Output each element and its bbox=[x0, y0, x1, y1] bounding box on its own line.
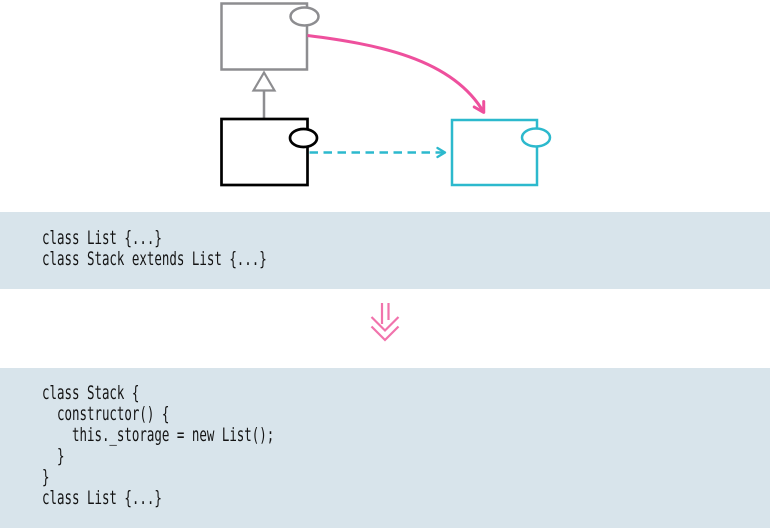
transform-arrow-chevron-upper bbox=[370, 316, 400, 333]
subclass-box bbox=[220, 117, 309, 187]
superclass-node bbox=[220, 2, 320, 71]
code-line: constructor() { bbox=[42, 403, 170, 425]
code-line: } bbox=[42, 445, 65, 467]
superclass-port-ellipse-icon bbox=[289, 6, 320, 27]
code-line: this._storage = new List(); bbox=[42, 424, 275, 446]
delegate-node bbox=[450, 118, 552, 187]
code-line: class Stack extends List {...} bbox=[42, 248, 267, 270]
inheritance-code-block: class List {...} class Stack extends Lis… bbox=[0, 212, 770, 289]
code-line: class List {...} bbox=[42, 227, 162, 249]
transform-double-down-arrow-icon bbox=[370, 303, 400, 342]
composition-code-block: class Stack { constructor() { this._stor… bbox=[0, 368, 770, 528]
code-line: } bbox=[42, 466, 50, 488]
composition-code: class Stack { constructor() { this._stor… bbox=[42, 383, 762, 509]
code-line: class List {...} bbox=[42, 487, 162, 509]
subclass-node bbox=[220, 117, 319, 187]
delegate-box bbox=[450, 118, 539, 187]
transform-arrow-chevron-lower bbox=[370, 325, 400, 342]
delegate-port-ellipse-icon bbox=[520, 127, 552, 148]
subclass-port-ellipse-icon bbox=[288, 127, 319, 149]
inheritance-triangle-icon bbox=[251, 70, 277, 92]
inheritance-code: class List {...} class Stack extends Lis… bbox=[42, 228, 762, 270]
code-line: class Stack { bbox=[42, 382, 140, 404]
reference-curved-arrow bbox=[307, 34, 486, 114]
